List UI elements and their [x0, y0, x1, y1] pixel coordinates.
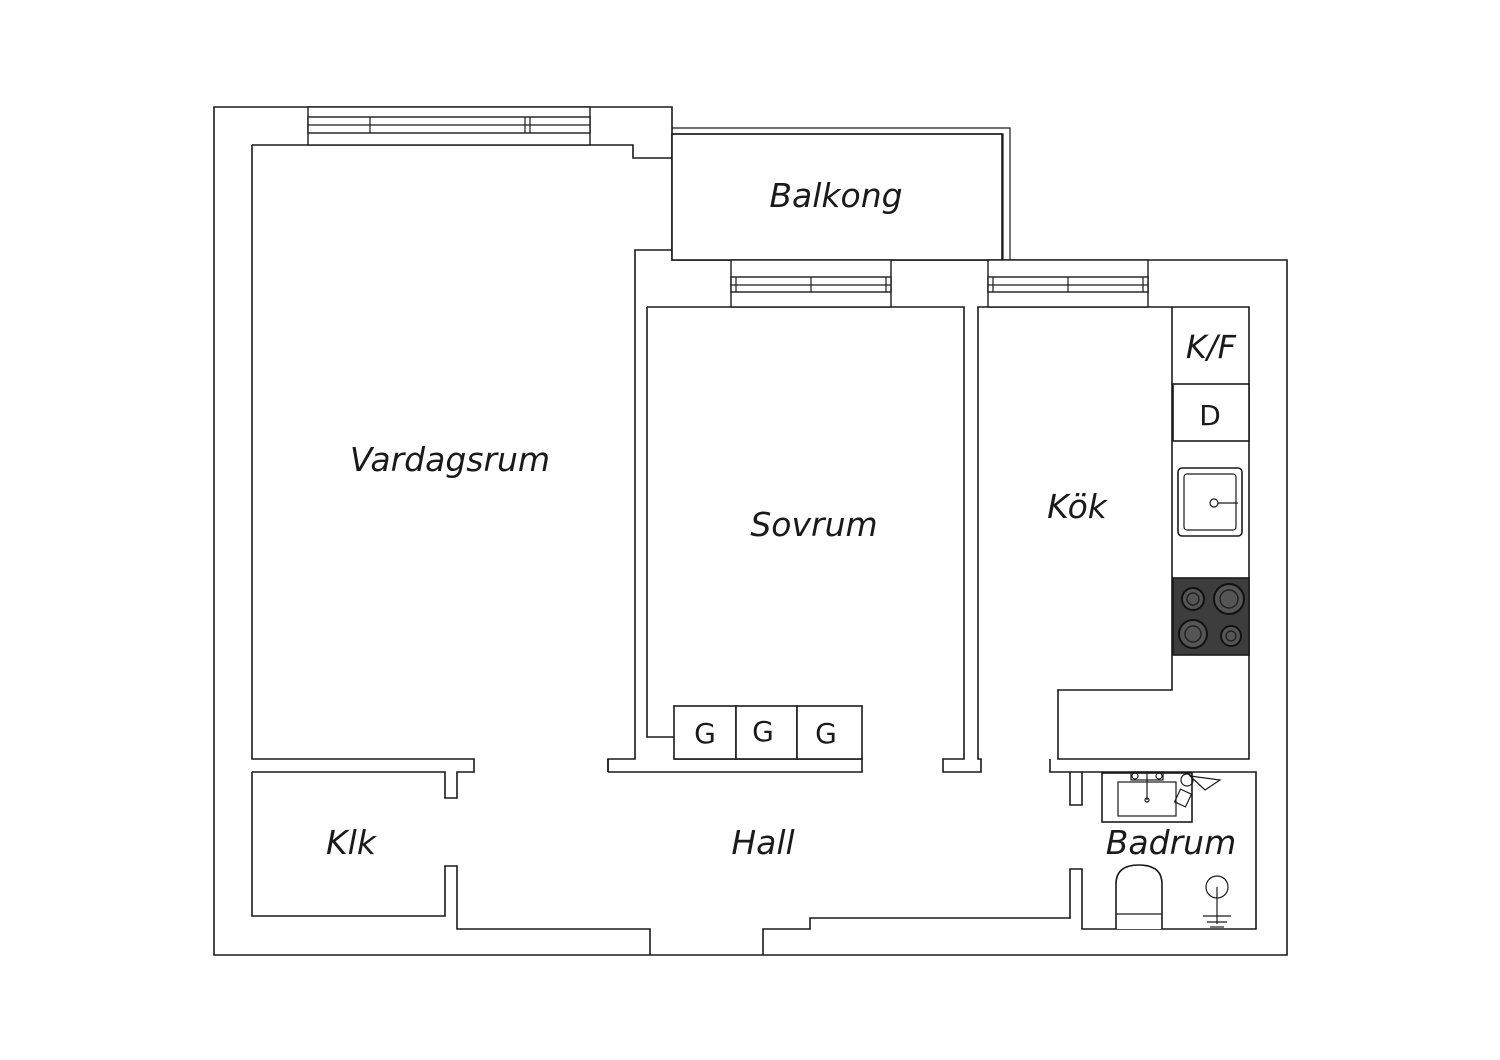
- window-sovrum: [730, 259, 892, 308]
- wardrobes: G G G: [673, 705, 863, 760]
- kok-bottom-wall: [1049, 759, 1083, 806]
- toilet: [1115, 864, 1163, 929]
- window-vardagsrum: [307, 106, 591, 146]
- sovrum-outline: [647, 306, 1172, 773]
- window-kok: [987, 259, 1149, 308]
- sovrum-bottom-wall: [608, 758, 863, 773]
- hall-bottom-right: [762, 771, 1257, 955]
- wardrobe-label-1: G: [694, 717, 716, 750]
- wardrobe-2: [735, 705, 798, 760]
- fridge-freezer-label: K/F: [1186, 328, 1237, 366]
- balcony-railing: [672, 127, 1011, 260]
- bathroom-faucet-corner: [1173, 773, 1222, 808]
- room-label-klk: Klk: [326, 823, 378, 862]
- room-label-hall: Hall: [731, 823, 794, 862]
- klk-outline: [251, 772, 651, 955]
- room-label-vardagsrum: Vardagsrum: [350, 440, 550, 479]
- kitchen-sink: [1177, 467, 1243, 537]
- shower: [1203, 875, 1231, 928]
- outer-wall-outline: [213, 106, 1288, 956]
- vardagsrum-right-wall: [607, 249, 672, 772]
- room-label-sovrum: Sovrum: [750, 505, 877, 544]
- room-label-badrum: Badrum: [1106, 823, 1236, 862]
- room-label-balkong: Balkong: [769, 176, 902, 215]
- wardrobe-3: [796, 705, 863, 760]
- sovrum-left-wall: [646, 307, 674, 738]
- bathroom-sink: [1101, 771, 1193, 823]
- dishwasher-label: D: [1199, 399, 1221, 432]
- balcony-railing-inner: [672, 133, 1004, 260]
- room-label-kok: Kök: [1047, 487, 1109, 526]
- vardagsrum-outline: [252, 144, 672, 159]
- dishwasher: D: [1172, 383, 1250, 442]
- stove: [1172, 577, 1250, 656]
- kok-right-wall: [1057, 306, 1250, 760]
- wardrobe-label-2: G: [752, 715, 774, 748]
- vardagsrum-left-wall: [251, 145, 475, 799]
- wardrobe-label-3: G: [815, 717, 837, 750]
